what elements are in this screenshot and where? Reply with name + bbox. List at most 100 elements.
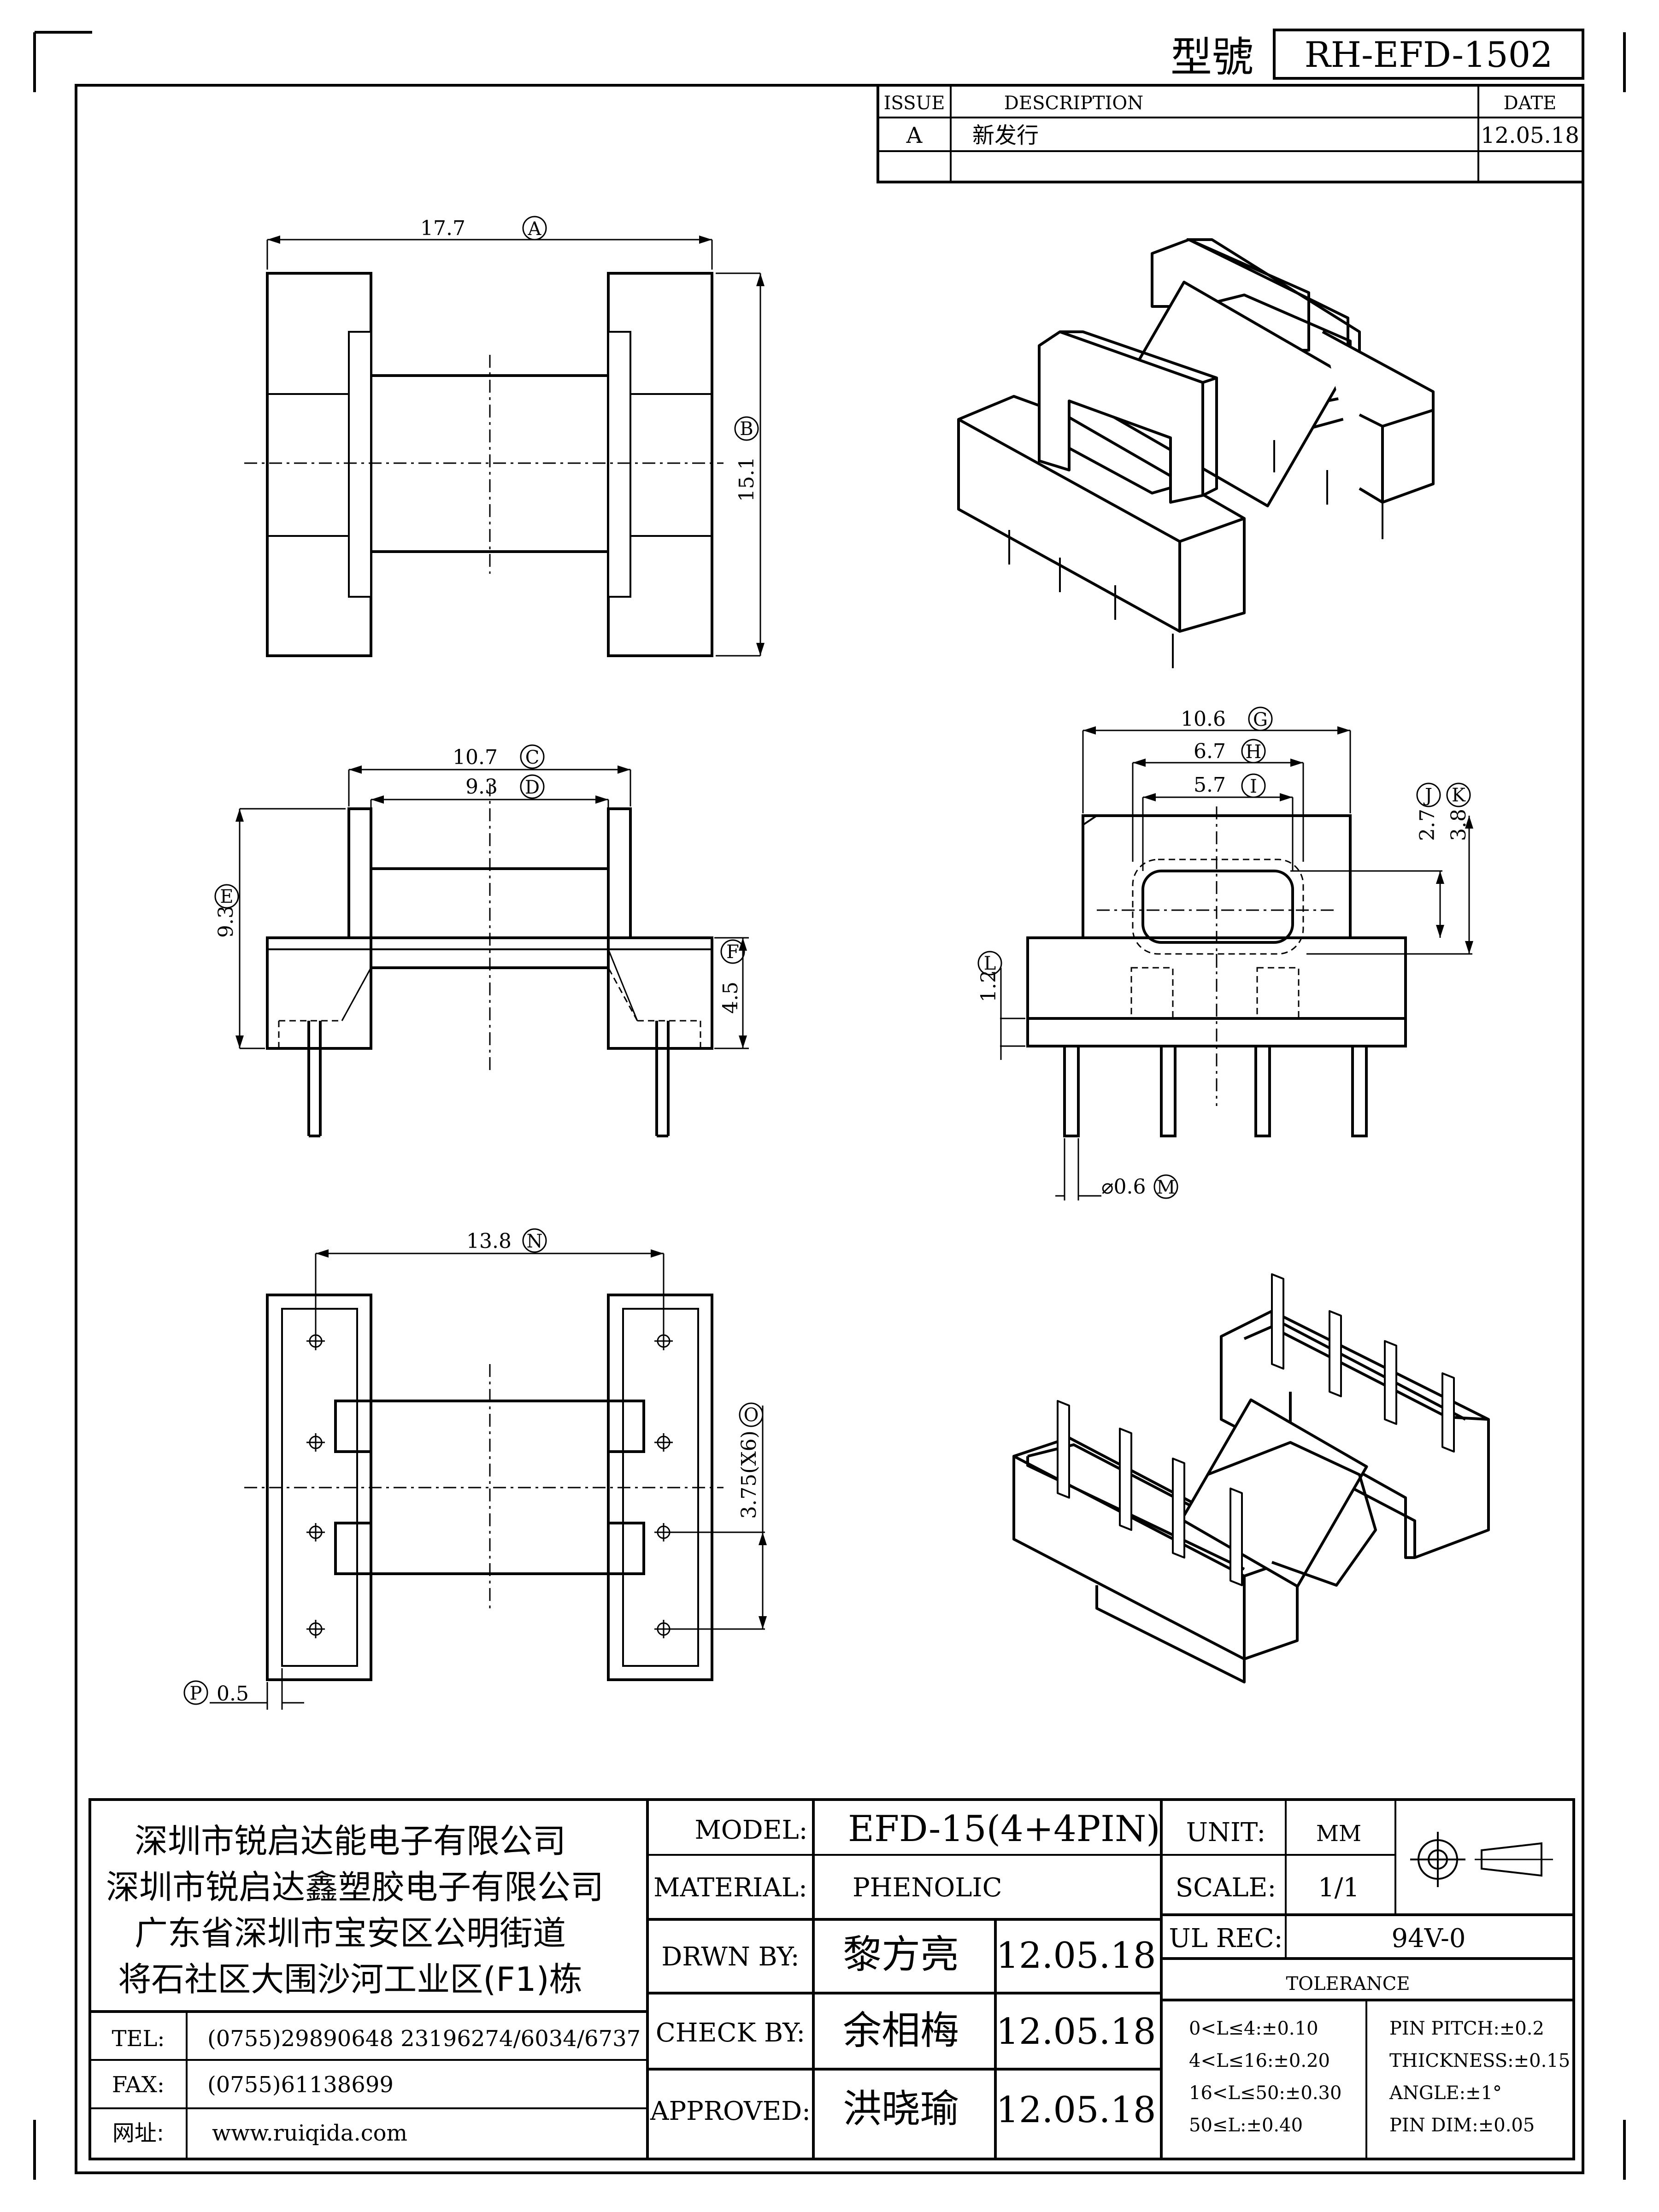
dim-E: 9.3 — [214, 906, 238, 938]
svg-text:P: P — [190, 1683, 202, 1704]
unit-value: MM — [1316, 1821, 1361, 1847]
isometric-view-bottom — [1012, 1273, 1490, 1683]
label-J: J — [1416, 782, 1441, 807]
check-date: 12.05.18 — [996, 2011, 1156, 2053]
material-value: PHENOLIC — [853, 1873, 1002, 1903]
dim-J: 2.7 — [1416, 809, 1439, 841]
rev-description: 新发行 — [972, 123, 1039, 148]
model-no-label: 型號 — [1171, 33, 1253, 82]
approved-date: 12.05.18 — [996, 2089, 1156, 2131]
dim-M: ⌀0.6 — [1101, 1175, 1146, 1199]
dim-N: 13.8 — [466, 1230, 512, 1253]
company-line2: 深圳市锐启达鑫塑胶电子有限公司 — [106, 1868, 604, 1906]
projection-symbol-icon — [1410, 1832, 1553, 1887]
dim-I: 5.7 — [1194, 773, 1226, 797]
check-name: 余相梅 — [843, 2008, 959, 2053]
dim-O: 3.75(X6) — [737, 1430, 761, 1519]
approved-label: APPROVED: — [650, 2096, 811, 2126]
material-label: MATERIAL: — [653, 1873, 807, 1903]
label-F: F — [720, 939, 745, 964]
tel-label: TEL: — [112, 2026, 165, 2052]
svg-text:L: L — [984, 953, 996, 974]
isometric-view-top — [957, 238, 1435, 668]
svg-text:M: M — [1157, 1177, 1176, 1198]
label-D: D — [520, 774, 545, 799]
svg-text:H: H — [1246, 741, 1262, 763]
tolerance-title: TOLERANCE — [1286, 1973, 1410, 1994]
svg-text:J: J — [1423, 785, 1432, 806]
svg-text:O: O — [744, 1405, 759, 1426]
rev-col-description: DESCRIPTION — [1004, 93, 1143, 114]
ul-value: 94V-0 — [1391, 1924, 1465, 1953]
label-H: H — [1241, 739, 1266, 764]
svg-text:F: F — [726, 941, 739, 963]
dim-G: 10.6 — [1181, 707, 1226, 731]
company-line3: 广东省深圳市宝安区公明街道 — [135, 1914, 566, 1953]
top-view: 17.7 A 15.1 B — [244, 216, 765, 657]
label-E: E — [214, 884, 239, 909]
company-line1: 深圳市锐启达能电子有限公司 — [135, 1822, 566, 1860]
label-A: A — [522, 216, 547, 241]
side-view: 10.6 G 6.7 H 5.7 I 2.7 J 3.8 K 1.2 L — [977, 706, 1473, 1200]
model-number-header: 型號 RH-EFD-1502 — [1171, 29, 1584, 82]
ul-label: UL REC: — [1169, 1924, 1283, 1953]
tol-left-2: 4<L≤16:±0.20 — [1189, 2050, 1330, 2071]
rev-col-date: DATE — [1504, 93, 1557, 114]
svg-text:D: D — [525, 777, 540, 798]
scale-value: 1/1 — [1318, 1873, 1359, 1903]
svg-text:G: G — [1253, 709, 1268, 730]
tol-left-4: 50≤L:±0.40 — [1189, 2115, 1303, 2136]
tel-value: (0755)29890648 23196274/6034/6737 — [207, 2026, 641, 2052]
dim-P: 0.5 — [217, 1682, 249, 1706]
tol-right-1: PIN PITCH:±0.2 — [1389, 2018, 1544, 2039]
model-label: MODEL: — [694, 1815, 807, 1845]
dim-F: 4.5 — [719, 982, 742, 1014]
dim-H: 6.7 — [1194, 740, 1226, 763]
dim-C: 10.7 — [453, 746, 498, 769]
svg-text:A: A — [528, 218, 542, 240]
label-C: C — [520, 744, 545, 769]
fax-label: FAX: — [112, 2072, 165, 2098]
company-line4: 将石社区大围沙河工业区(F1)栋 — [118, 1960, 582, 1999]
unit-label: UNIT: — [1186, 1818, 1266, 1847]
svg-text:C: C — [525, 747, 540, 768]
approved-name: 洪晓瑜 — [843, 2086, 959, 2131]
svg-text:E: E — [220, 886, 233, 907]
rev-col-issue: ISSUE — [884, 93, 945, 114]
label-L: L — [977, 951, 1002, 976]
label-I: I — [1241, 773, 1266, 798]
svg-text:K: K — [1452, 785, 1466, 806]
dim-K: 3.8 — [1447, 809, 1471, 841]
dim-L: 1.2 — [977, 970, 1000, 1002]
label-B: B — [734, 416, 759, 441]
svg-text:B: B — [740, 418, 753, 440]
tol-left-1: 0<L≤4:±0.10 — [1189, 2018, 1318, 2039]
label-P: P — [183, 1680, 208, 1705]
tol-left-3: 16<L≤50:±0.30 — [1189, 2083, 1341, 2104]
drawn-label: DRWN BY: — [661, 1942, 799, 1972]
drawn-name: 黎方亮 — [843, 1932, 959, 1977]
web-value: www.ruiqida.com — [212, 2120, 407, 2146]
front-view: 10.7 C 9.3 D 9.3 E 4.5 F — [214, 744, 749, 1137]
label-M: M — [1153, 1174, 1178, 1199]
label-N: N — [522, 1228, 547, 1253]
drawn-date: 12.05.18 — [996, 1935, 1156, 1977]
check-label: CHECK BY: — [656, 2018, 805, 2048]
rev-date: 12.05.18 — [1481, 123, 1579, 148]
label-O: O — [739, 1402, 764, 1427]
title-block: 深圳市锐启达能电子有限公司 深圳市锐启达鑫塑胶电子有限公司 广东省深圳市宝安区公… — [88, 1798, 1575, 2160]
tol-right-3: ANGLE:±1° — [1389, 2083, 1502, 2104]
model-value: EFD-15(4+4PIN) — [848, 1808, 1160, 1850]
rev-issue: A — [906, 123, 923, 148]
dim-B: 15.1 — [735, 457, 759, 502]
tol-right-2: THICKNESS:±0.15 — [1389, 2050, 1570, 2071]
scale-label: SCALE: — [1176, 1873, 1277, 1903]
dim-D: 9.3 — [465, 775, 498, 799]
dim-A: 17.7 — [420, 217, 465, 240]
label-G: G — [1248, 706, 1273, 731]
label-K: K — [1446, 782, 1471, 807]
fax-value: (0755)61138699 — [207, 2072, 394, 2098]
revision-table: ISSUE DESCRIPTION DATE A 新发行 12.05.18 — [877, 84, 1584, 183]
corner-marks — [33, 31, 1626, 2180]
